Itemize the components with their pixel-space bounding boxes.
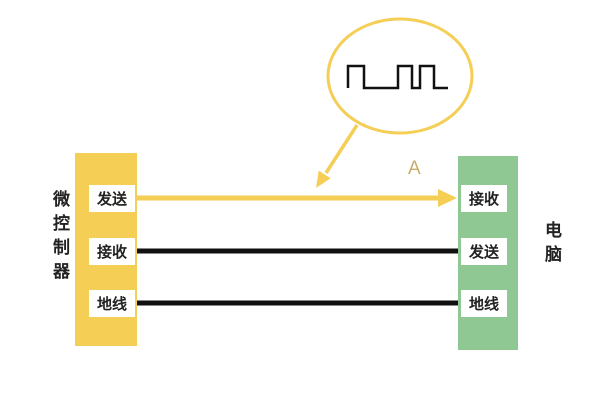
computer-label: 电脑 bbox=[542, 221, 561, 269]
wire-label-a: A bbox=[408, 158, 421, 179]
left-pin-send: 发送 bbox=[89, 185, 135, 212]
callout-arrow bbox=[324, 124, 359, 174]
signal-callout-balloon bbox=[326, 17, 474, 135]
right-pin-ground: 地线 bbox=[461, 290, 507, 317]
callout-arrowhead-icon bbox=[316, 170, 331, 188]
left-pin-receive: 接收 bbox=[89, 238, 135, 265]
waveform-icon bbox=[346, 64, 448, 90]
left-pin-ground: 地线 bbox=[89, 290, 135, 317]
right-pin-send: 发送 bbox=[461, 238, 507, 265]
microcontroller-label: 微控制器 bbox=[50, 190, 69, 286]
right-pin-receive: 接收 bbox=[461, 185, 507, 212]
wire-tx-arrowhead-icon bbox=[438, 189, 457, 207]
